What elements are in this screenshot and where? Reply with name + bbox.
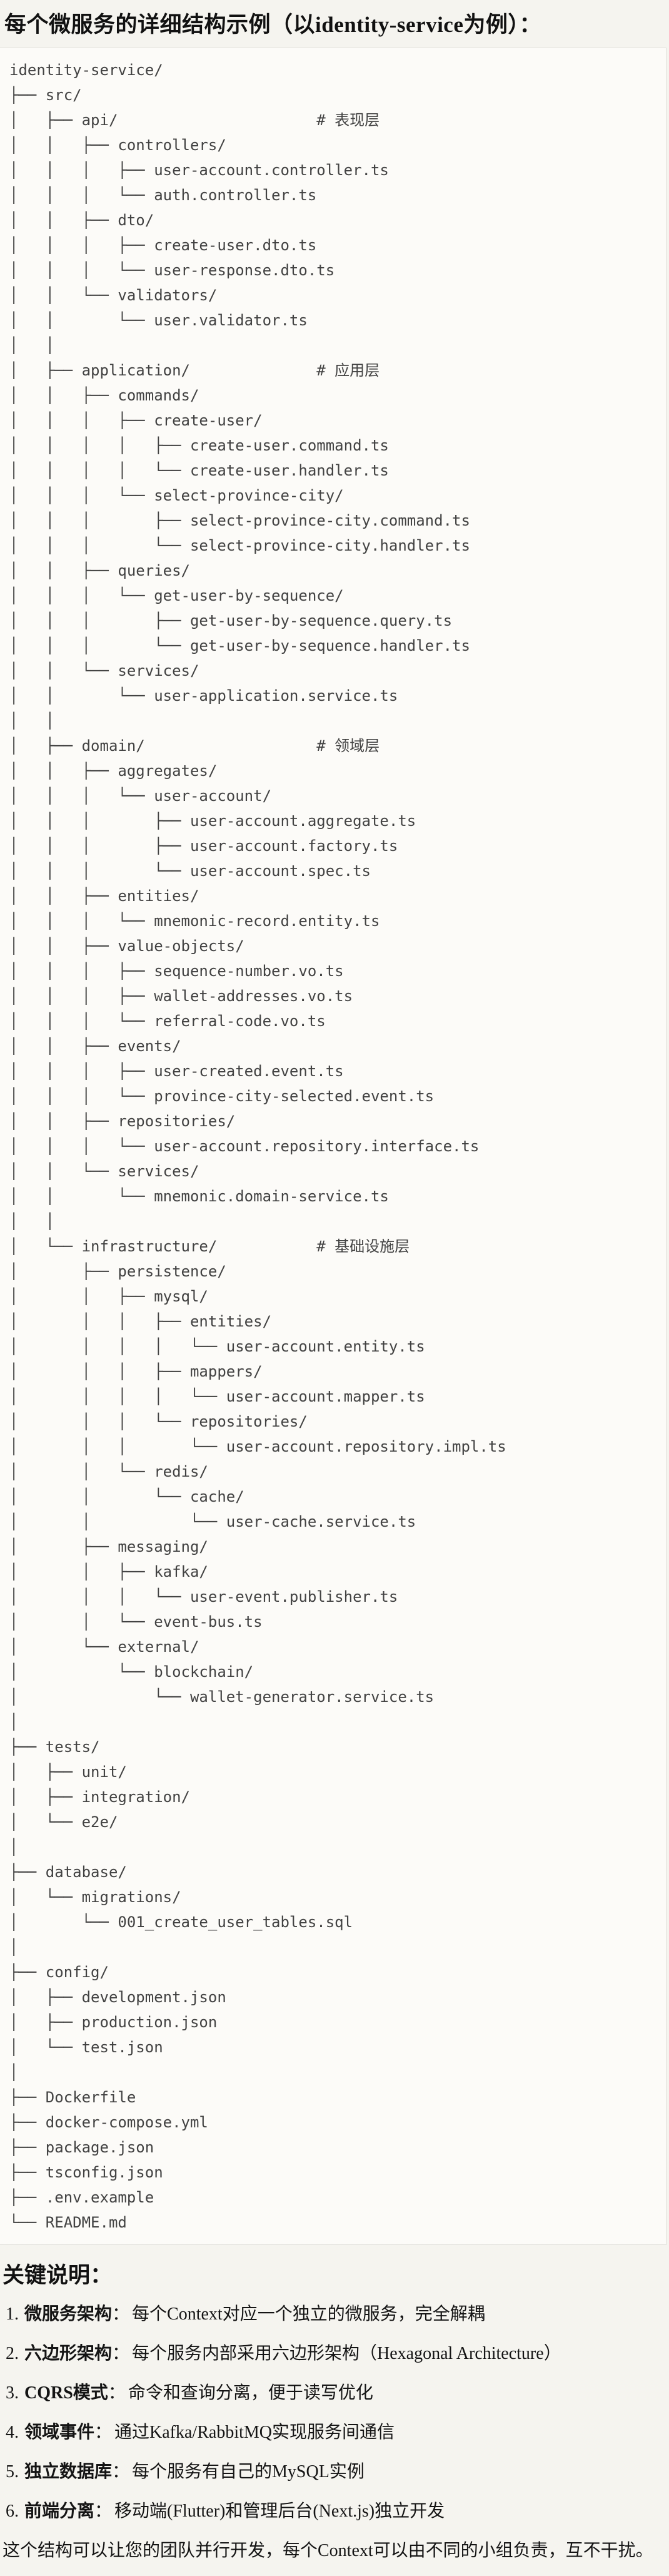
directory-tree: identity-service/ ├── src/ │ ├── api/ # …: [9, 61, 506, 2231]
note-colon: ：: [112, 2462, 130, 2482]
key-notes-section: 关键说明： 1.微服务架构：每个Context对应一个独立的微服务，完全解耦 2…: [0, 2245, 669, 2563]
note-number: 4.: [6, 2423, 19, 2442]
note-colon: ：: [112, 2304, 130, 2324]
note-description: 移动端(Flutter)和管理后台(Next.js)独立开发: [114, 2502, 445, 2521]
code-block: identity-service/ ├── src/ │ ├── api/ # …: [0, 48, 666, 2245]
note-item-4: 4. 领域事件：通过Kafka/RabbitMQ实现服务间通信: [6, 2421, 664, 2445]
note-item-1: 1.微服务架构：每个Context对应一个独立的微服务，完全解耦: [6, 2303, 664, 2326]
note-description: 命令和查询分离，便于读写优化: [128, 2383, 373, 2403]
note-description: 通过Kafka/RabbitMQ实现服务间通信: [114, 2423, 395, 2442]
notes-heading: 关键说明：: [3, 2263, 113, 2288]
note-number: 2.: [6, 2344, 19, 2363]
note-item-2: 2. 六边形架构：每个服务内部采用六边形架构（Hexagonal Architec…: [6, 2342, 664, 2366]
note-term: 微服务架构: [24, 2304, 113, 2324]
note-term: 六边形架构: [24, 2344, 113, 2363]
note-number: 1.: [6, 2304, 19, 2324]
note-item-3: 3.CQRS模式：命令和查询分离，便于读写优化: [6, 2381, 664, 2405]
note-colon: ：: [94, 2502, 113, 2521]
note-term: 前端分离: [24, 2502, 95, 2521]
note-colon: ：: [94, 2423, 113, 2442]
note-item-6: 6. 前端分离：移动端(Flutter)和管理后台(Next.js)独立开发: [6, 2500, 664, 2523]
key-notes-list: 1.微服务架构：每个Context对应一个独立的微服务，完全解耦 2.六边形架构…: [3, 2303, 664, 2523]
note-description: 每个服务有自己的MySQL实例: [132, 2462, 365, 2482]
note-item-5: 5.独立数据库：每个服务有自己的MySQL实例: [6, 2460, 664, 2484]
note-term: 领域事件: [24, 2423, 95, 2442]
closing-paragraph: 这个结构可以让您的团队并行开发，每个Context可以由不同的小组负责，互不干扰…: [3, 2541, 653, 2560]
note-colon: ：: [112, 2344, 130, 2363]
note-number: 3.: [6, 2383, 19, 2403]
note-term: CQRS模式: [24, 2383, 108, 2403]
page-title: 每个微服务的详细结构示例（以identity-service为例）：: [4, 13, 541, 37]
note-colon: ：: [108, 2383, 126, 2403]
note-description: 每个服务内部采用六边形架构（Hexagonal Architecture）: [132, 2344, 561, 2363]
note-number: 5.: [6, 2462, 19, 2482]
note-description: 每个Context对应一个独立的微服务，完全解耦: [132, 2304, 485, 2324]
note-term: 独立数据库: [24, 2462, 113, 2482]
note-number: 6.: [6, 2502, 19, 2521]
